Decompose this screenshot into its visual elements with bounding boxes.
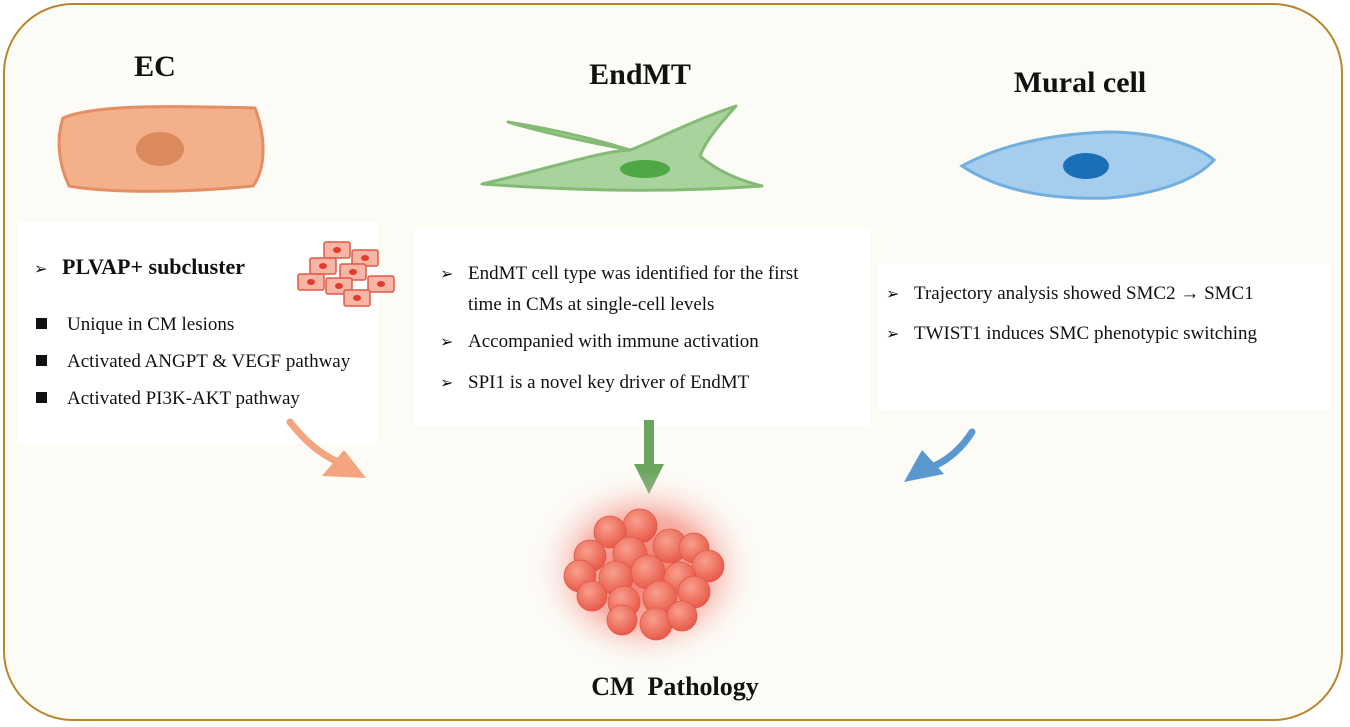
endmt-item-continued: time in CMs at single-cell levels <box>468 294 714 316</box>
arrowhead-icon: ➢ <box>886 286 900 303</box>
bullet-square-icon <box>36 355 47 366</box>
endmt-item: ➢ Accompanied with immune activation <box>440 331 759 353</box>
ec-title: EC <box>134 50 176 83</box>
arrowhead-icon: ➢ <box>440 266 454 283</box>
arrowhead-icon: ➢ <box>34 261 48 278</box>
ec-to-pathology-arrow-icon <box>286 418 366 478</box>
ec-item-text: Activated PI3K-AKT pathway <box>67 388 300 409</box>
endmt-item: ➢ EndMT cell type was identified for the … <box>440 263 798 285</box>
ec-item: Activated PI3K-AKT pathway <box>36 388 300 410</box>
endmt-item-text: EndMT cell type was identified for the f… <box>468 263 799 284</box>
mural-item: ➢ Trajectory analysis showed SMC2 → SMC1 <box>886 283 1254 305</box>
ec-subcluster-cells-icon <box>297 241 395 307</box>
endmt-item-text: time in CMs at single-cell levels <box>468 294 715 315</box>
mural-item-text: TWIST1 induces SMC phenotypic switching <box>914 323 1258 344</box>
mural-title: Mural cell <box>1013 66 1147 99</box>
endmt-item-text: SPI1 is a novel key driver of EndMT <box>468 372 750 393</box>
mural-to-pathology-arrow-icon <box>904 428 976 482</box>
endmt-cell-icon <box>480 104 764 192</box>
mural-item-text: Trajectory analysis showed SMC2 → SMC1 <box>914 283 1254 304</box>
ec-cell-icon <box>57 105 265 193</box>
endmt-panel <box>415 228 870 426</box>
pathology-label: CM Pathology <box>591 672 759 701</box>
ec-heading-text: PLVAP+ subcluster <box>62 254 246 279</box>
mural-cell-icon <box>959 130 1217 200</box>
ec-heading: ➢ PLVAP+ subcluster <box>34 254 245 280</box>
ec-item-text: Activated ANGPT & VEGF pathway <box>67 351 351 372</box>
endmt-item: ➢ SPI1 is a novel key driver of EndMT <box>440 372 749 394</box>
mural-panel <box>878 264 1330 410</box>
arrowhead-icon: ➢ <box>440 334 454 351</box>
arrowhead-icon: ➢ <box>886 326 900 343</box>
arrowhead-icon: ➢ <box>440 375 454 392</box>
bullet-square-icon <box>36 392 47 403</box>
pathology-cluster-icon <box>530 470 760 670</box>
endmt-title: EndMT <box>589 58 691 91</box>
ec-item: Activated ANGPT & VEGF pathway <box>36 351 350 373</box>
ec-item-text: Unique in CM lesions <box>67 314 235 335</box>
mural-item: ➢ TWIST1 induces SMC phenotypic switching <box>886 323 1257 345</box>
endmt-item-text: Accompanied with immune activation <box>468 331 759 352</box>
bullet-square-icon <box>36 318 47 329</box>
ec-item: Unique in CM lesions <box>36 314 234 336</box>
